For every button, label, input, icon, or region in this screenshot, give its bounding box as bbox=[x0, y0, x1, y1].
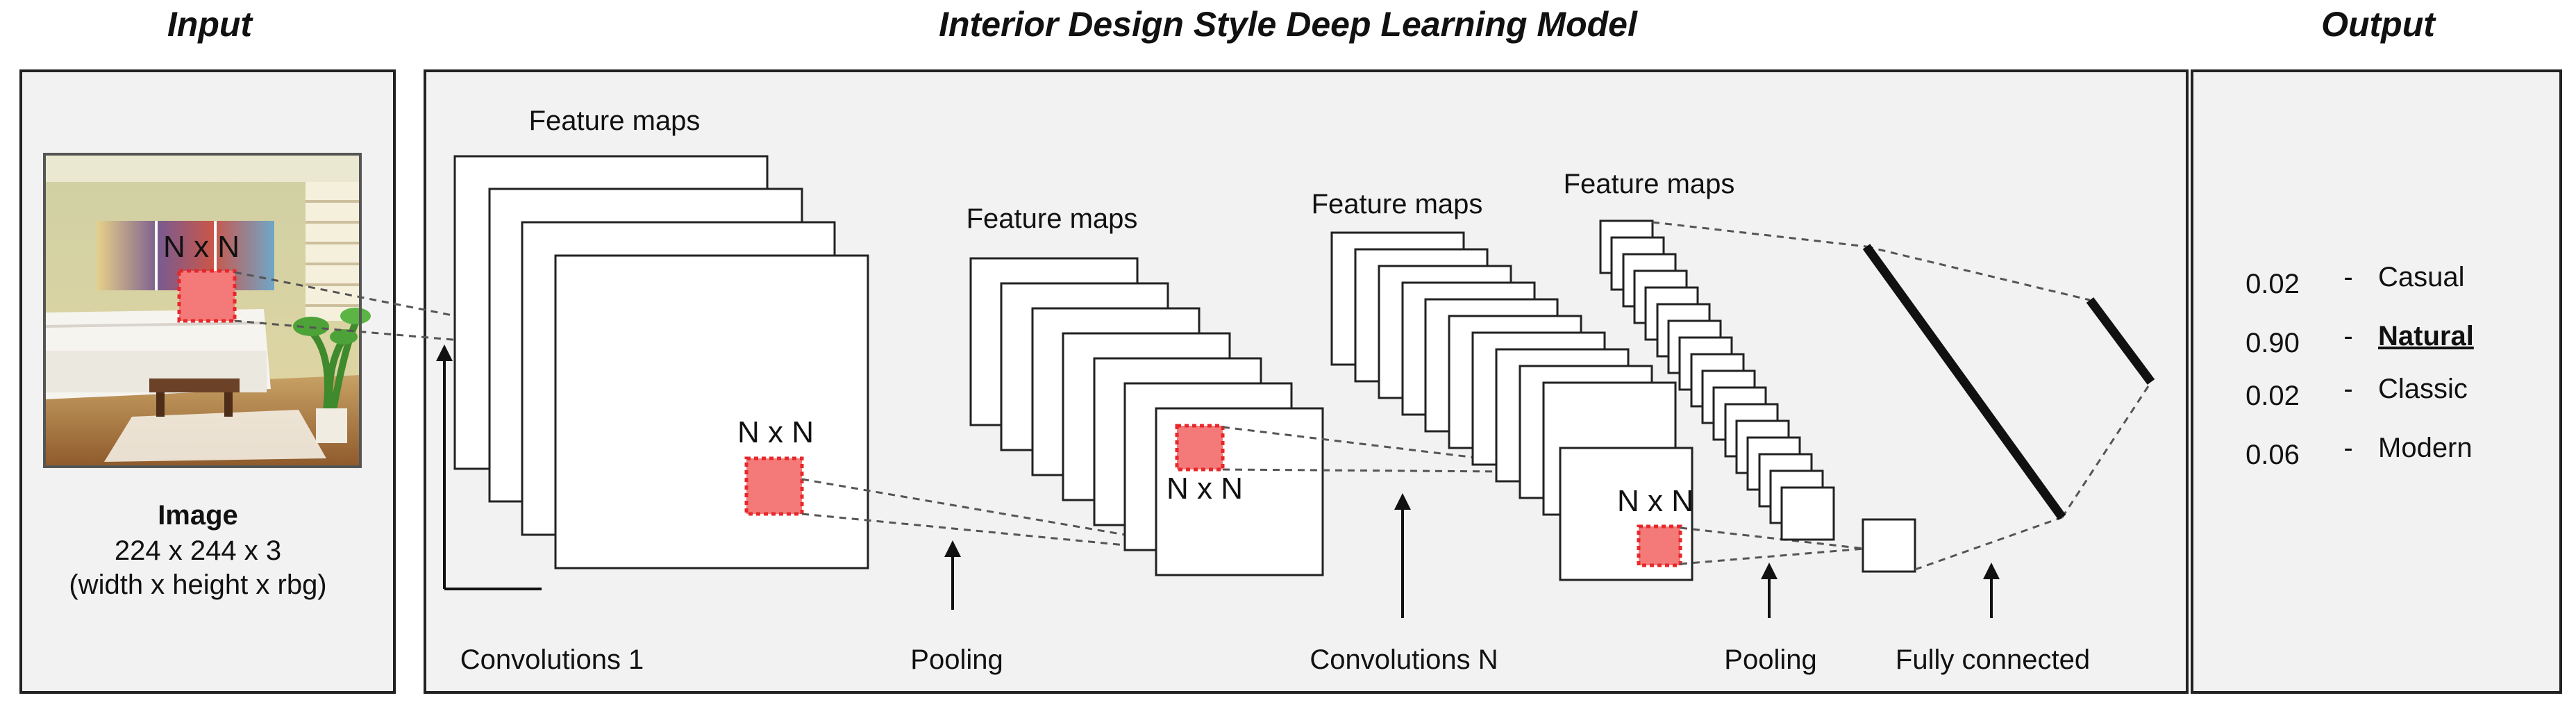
image-size: 224 x 244 x 3 bbox=[115, 535, 281, 566]
output-dash: - bbox=[2343, 321, 2352, 351]
pool1-nxn-label: N x N bbox=[1166, 472, 1243, 506]
output-panel bbox=[2191, 69, 2562, 694]
stage-label-pool1: Pooling bbox=[910, 644, 1003, 675]
image-title: Image bbox=[158, 500, 238, 531]
stage-label-pool2: Pooling bbox=[1724, 644, 1816, 675]
input-nxn-label: N x N bbox=[163, 230, 240, 264]
conv1-nxn-label: N x N bbox=[737, 415, 814, 449]
conv1-stack bbox=[453, 155, 869, 569]
output-label: Casual bbox=[2378, 262, 2465, 292]
output-label: Modern bbox=[2378, 433, 2473, 463]
stage-label-conv1: Convolutions 1 bbox=[460, 644, 644, 675]
output-label-highlight: Natural bbox=[2378, 321, 2474, 351]
pool1-patch bbox=[1175, 424, 1225, 472]
output-row-modern: 0.06 - Modern bbox=[2245, 433, 2473, 470]
output-dash: - bbox=[2343, 374, 2352, 404]
room-image-frame bbox=[43, 153, 362, 468]
feature-maps-label-3: Feature maps bbox=[1312, 189, 1483, 219]
output-dash: - bbox=[2343, 433, 2352, 463]
room-image bbox=[44, 154, 371, 467]
output-score: 0.06 bbox=[2245, 440, 2300, 470]
output-dash: - bbox=[2343, 262, 2352, 292]
model-header: Interior Design Style Deep Learning Mode… bbox=[939, 5, 1638, 44]
feature-maps-label-2: Feature maps bbox=[967, 203, 1138, 234]
stage-arrows bbox=[436, 344, 2000, 618]
feature-maps-label-4: Feature maps bbox=[1564, 169, 1735, 199]
feature-maps-label-1: Feature maps bbox=[529, 106, 701, 136]
input-header: Input bbox=[167, 5, 254, 44]
pool2-stack bbox=[1599, 219, 1916, 573]
pool1-stack bbox=[969, 257, 1324, 576]
convN-stack bbox=[1330, 231, 1693, 581]
input-patch bbox=[177, 269, 237, 323]
output-list: 0.02 - Casual 0.90 - Natural 0.02 - Clas… bbox=[2245, 262, 2474, 470]
output-score: 0.02 bbox=[2245, 269, 2300, 299]
output-row-natural: 0.90 - Natural bbox=[2245, 321, 2474, 358]
image-dims: (width x height x rbg) bbox=[69, 569, 326, 600]
stage-label-fc: Fully connected bbox=[1896, 644, 2090, 675]
output-row-classic: 0.02 - Classic bbox=[2245, 374, 2468, 411]
stage-label-convN: Convolutions N bbox=[1310, 644, 1498, 675]
conv1-patch bbox=[744, 456, 804, 516]
fc-layer-2 bbox=[2086, 297, 2155, 385]
projection-convN-to-pool2 bbox=[1680, 526, 1865, 565]
projection-pool2-to-fc bbox=[1652, 221, 2152, 571]
fc-layer-1 bbox=[1862, 244, 2066, 520]
output-label: Classic bbox=[2378, 374, 2468, 404]
output-header: Output bbox=[2321, 5, 2436, 44]
convN-patch bbox=[1637, 524, 1682, 567]
output-score: 0.90 bbox=[2245, 328, 2300, 358]
output-row-casual: 0.02 - Casual bbox=[2245, 262, 2464, 299]
output-score: 0.02 bbox=[2245, 381, 2300, 411]
convN-nxn-label: N x N bbox=[1617, 484, 1693, 518]
